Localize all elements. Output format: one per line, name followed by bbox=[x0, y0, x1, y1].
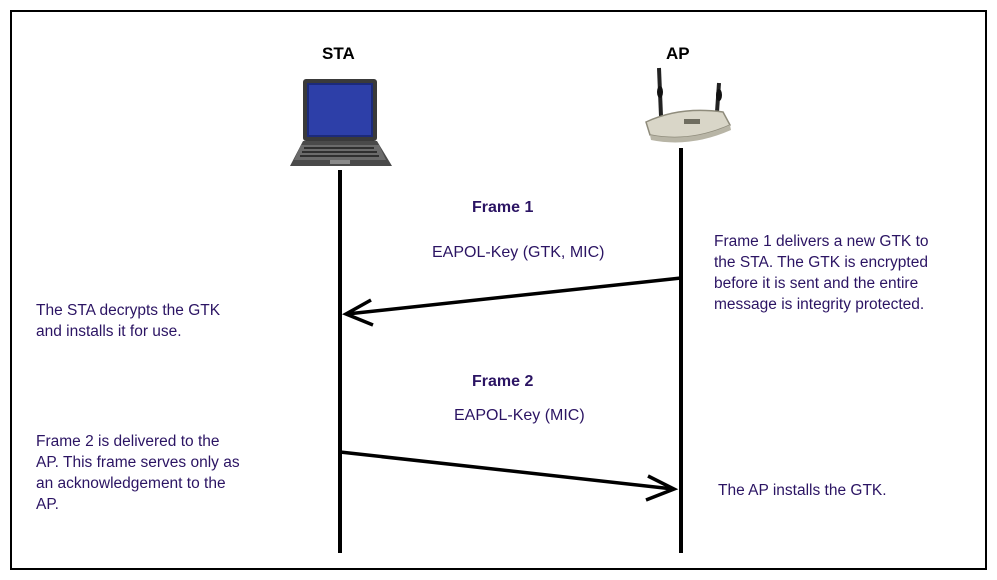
frame1-title: Frame 1 bbox=[472, 199, 534, 216]
frame2-sta-note: Frame 2 is delivered to the AP. This fra… bbox=[36, 431, 240, 515]
note-line: an acknowledgement to the bbox=[36, 475, 226, 492]
note-line: AP. This frame serves only as bbox=[36, 454, 240, 471]
frame2-title: Frame 2 bbox=[472, 373, 534, 390]
sta-label: STA bbox=[322, 44, 355, 63]
frame2-arrow bbox=[339, 450, 674, 491]
note-line: Frame 2 is delivered to the bbox=[36, 433, 220, 450]
note-line: The STA decrypts the GTK bbox=[36, 302, 221, 319]
frame1-ap-note: Frame 1 delivers a new GTK to the STA. T… bbox=[714, 231, 929, 315]
note-line: before it is sent and the entire bbox=[714, 275, 919, 292]
note-line: AP. bbox=[36, 496, 59, 513]
frame1-message: EAPOL-Key (GTK, MIC) bbox=[432, 244, 605, 261]
note-line: Frame 1 delivers a new GTK to bbox=[714, 233, 929, 250]
frame2-ap-note: The AP installs the GTK. bbox=[718, 480, 887, 501]
note-line: message is integrity protected. bbox=[714, 296, 925, 313]
frame1-arrowhead bbox=[341, 298, 374, 327]
laptop-icon bbox=[290, 79, 392, 166]
frame1-sta-note: The STA decrypts the GTK and installs it… bbox=[36, 300, 220, 342]
note-line: The AP installs the GTK. bbox=[718, 482, 887, 499]
note-line: the STA. The GTK is encrypted bbox=[714, 254, 928, 271]
note-line: and installs it for use. bbox=[36, 323, 182, 340]
ap-label: AP bbox=[666, 44, 690, 63]
frame1-arrow bbox=[346, 276, 682, 316]
diagram-border bbox=[10, 10, 987, 570]
access-point-icon bbox=[645, 67, 732, 143]
frame2-arrowhead bbox=[645, 474, 679, 502]
frame2-message: EAPOL-Key (MIC) bbox=[454, 407, 585, 424]
